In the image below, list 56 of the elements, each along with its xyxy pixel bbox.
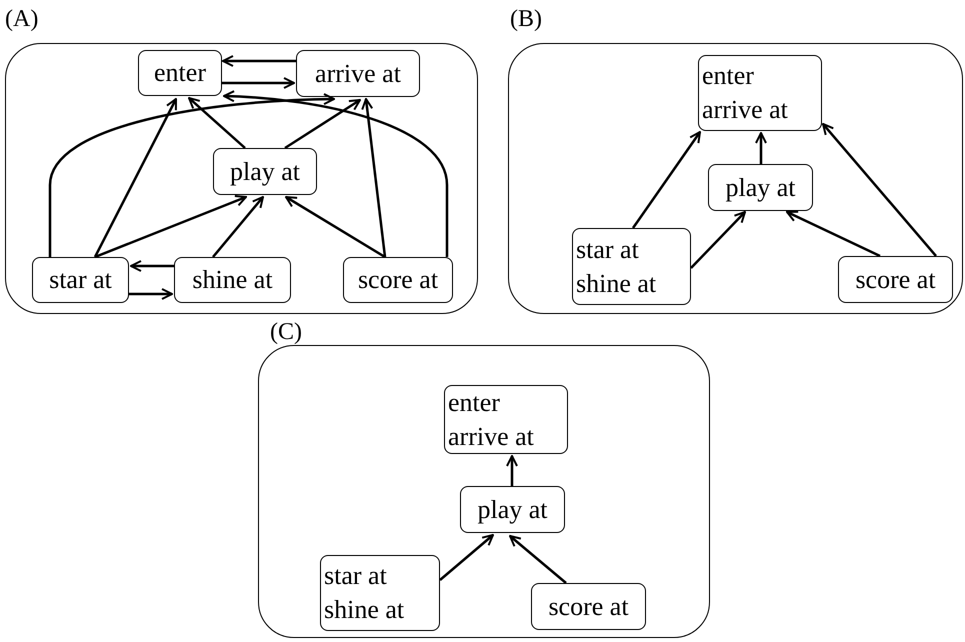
term-text: star at <box>576 234 639 266</box>
arrow <box>188 97 246 149</box>
term-box <box>572 228 691 305</box>
term-text: star at <box>49 264 112 296</box>
term-text: shine at <box>324 594 404 626</box>
arrow <box>212 196 264 258</box>
arrow <box>48 93 335 257</box>
term-box <box>138 50 222 96</box>
arrow <box>439 534 494 581</box>
term-box <box>32 257 129 303</box>
arrow <box>94 98 178 258</box>
arrow <box>361 98 386 258</box>
term-text: enter <box>448 386 500 419</box>
term-text: play at <box>477 494 548 526</box>
arrow <box>284 98 361 150</box>
term-box <box>320 555 440 631</box>
arrow <box>130 260 174 272</box>
panel-label: (B) <box>510 5 542 33</box>
term-text: score at <box>855 264 936 296</box>
term-box <box>213 148 317 195</box>
term-box <box>343 257 453 303</box>
term-box <box>708 164 813 211</box>
term-text: shine at <box>576 268 656 300</box>
arrow <box>94 195 247 258</box>
arrow <box>506 455 518 486</box>
arrow <box>786 210 881 258</box>
term-text: play at <box>725 172 796 204</box>
term-box <box>531 583 646 630</box>
arrow <box>285 196 386 258</box>
term-text: shine at <box>192 264 273 296</box>
arrow <box>690 211 746 269</box>
term-text: arrive at <box>448 420 534 452</box>
panel-label: (C) <box>270 318 302 346</box>
arrow <box>129 288 173 300</box>
term-text: star at <box>324 560 387 592</box>
arrow <box>222 77 295 89</box>
panel-label: (A) <box>5 5 38 33</box>
term-text: score at <box>548 590 629 623</box>
term-box <box>698 55 822 131</box>
term-box <box>296 50 420 97</box>
term-box <box>838 256 953 303</box>
term-text: arrive at <box>315 58 401 90</box>
term-text: play at <box>230 156 300 188</box>
term-text: enter <box>154 57 206 90</box>
term-box <box>460 486 565 533</box>
arrow <box>755 132 767 164</box>
arrow <box>509 535 567 584</box>
term-box <box>444 385 568 454</box>
arrow <box>822 123 937 257</box>
term-text: enter <box>702 60 754 92</box>
term-text: arrive at <box>702 94 788 126</box>
arrow <box>223 90 448 257</box>
term-box <box>174 257 291 303</box>
arrow <box>632 131 702 229</box>
arrow <box>222 55 296 67</box>
term-text: score at <box>358 264 438 296</box>
